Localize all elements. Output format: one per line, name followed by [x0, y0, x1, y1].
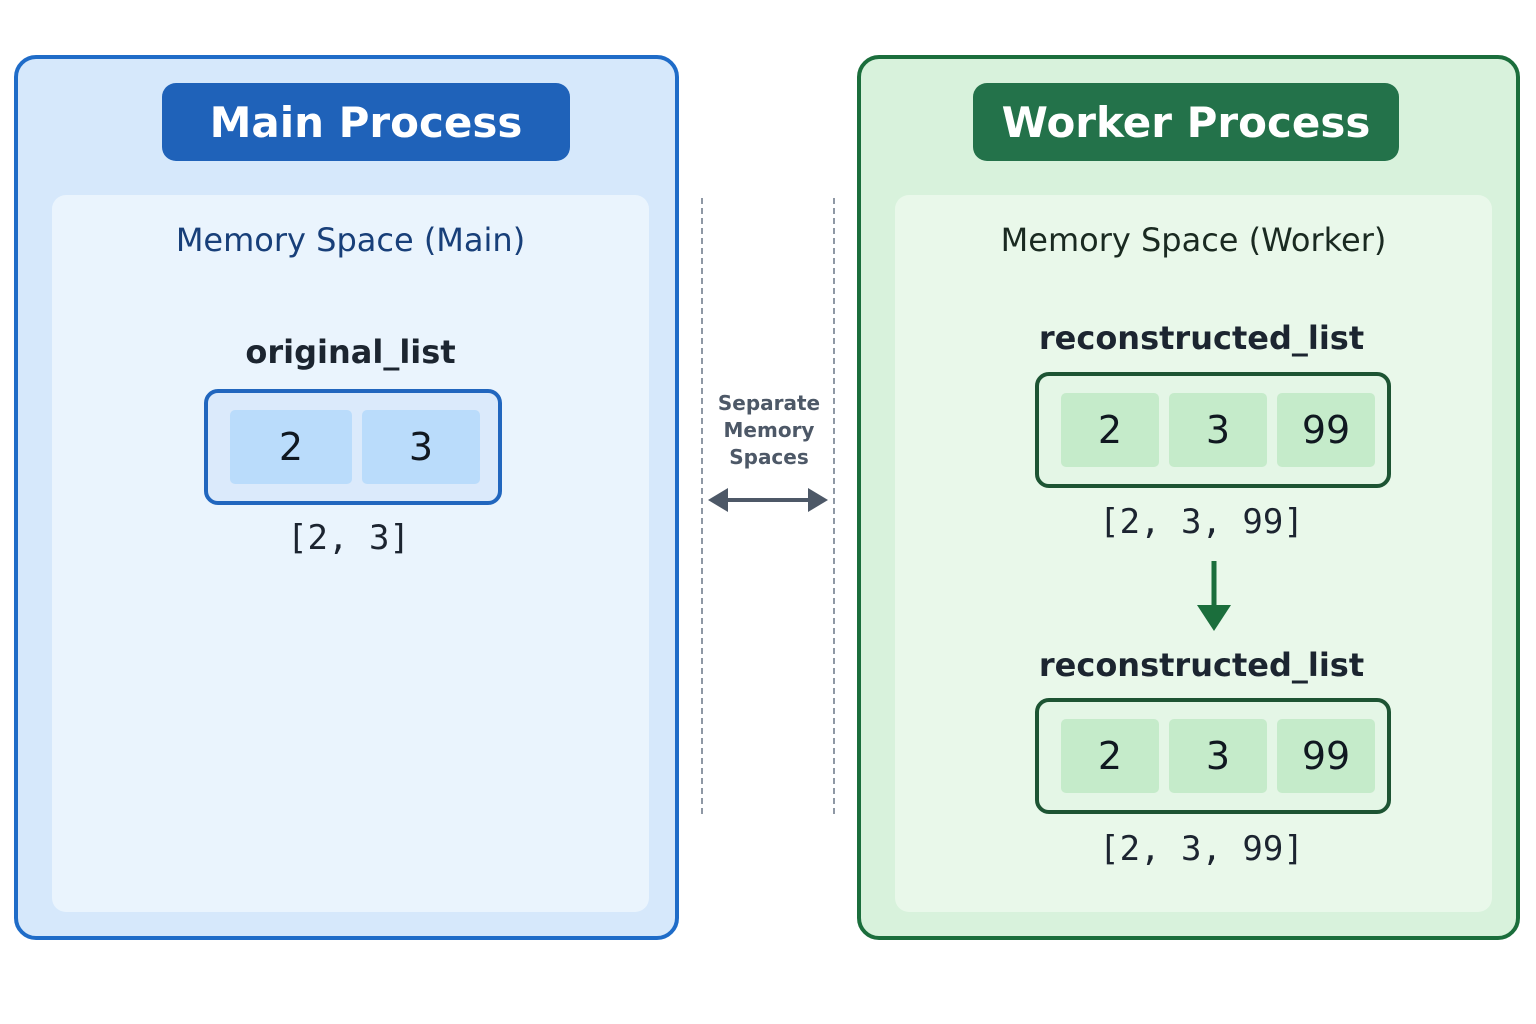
- list-cell: 3: [362, 410, 480, 484]
- list-cell: 3: [1169, 719, 1267, 793]
- main-memory-space: Memory Space (Main) original_list 2 3 [2…: [52, 195, 649, 912]
- worker-memory-space: Memory Space (Worker) reconstructed_list…: [895, 195, 1492, 912]
- down-arrow-icon: [1197, 561, 1231, 631]
- reconstructed-list-box: 2 3 99: [1035, 372, 1391, 488]
- double-arrow-icon: [708, 488, 828, 512]
- list-cell: 3: [1169, 393, 1267, 467]
- original-list-box: 2 3: [204, 389, 502, 505]
- separate-memory-label-line: Separate: [717, 391, 821, 415]
- main-process-panel: Main Process Memory Space (Main) origina…: [14, 55, 679, 940]
- list-cell: 2: [1061, 719, 1159, 793]
- separate-memory-label-line: Memory: [723, 418, 815, 442]
- reconstructed-list-box: 2 3 99: [1035, 698, 1391, 814]
- reconstructed-list-label: reconstructed_list: [1038, 319, 1365, 357]
- list-cell: 2: [230, 410, 352, 484]
- main-memory-title: Memory Space (Main): [175, 221, 526, 259]
- separate-memory-label-line: Spaces: [729, 445, 809, 469]
- worker-boundary-line: [833, 198, 835, 814]
- separate-memory-label: Separate Memory Spaces: [712, 390, 826, 471]
- list-cell: 99: [1277, 719, 1375, 793]
- reconstructed-list-repr: [2, 3, 99]: [1099, 829, 1304, 869]
- reconstructed-list-repr: [2, 3, 99]: [1099, 502, 1304, 542]
- reconstructed-list-label: reconstructed_list: [1038, 646, 1365, 684]
- list-cell: 99: [1277, 393, 1375, 467]
- original-list-label: original_list: [245, 333, 456, 371]
- list-cell: 2: [1061, 393, 1159, 467]
- main-boundary-line: [701, 198, 703, 814]
- main-process-title: Main Process: [162, 83, 570, 161]
- worker-process-panel: Worker Process Memory Space (Worker) rec…: [857, 55, 1520, 940]
- worker-process-title: Worker Process: [973, 83, 1399, 161]
- original-list-repr: [2, 3]: [287, 518, 410, 558]
- worker-memory-title: Memory Space (Worker): [1000, 221, 1387, 259]
